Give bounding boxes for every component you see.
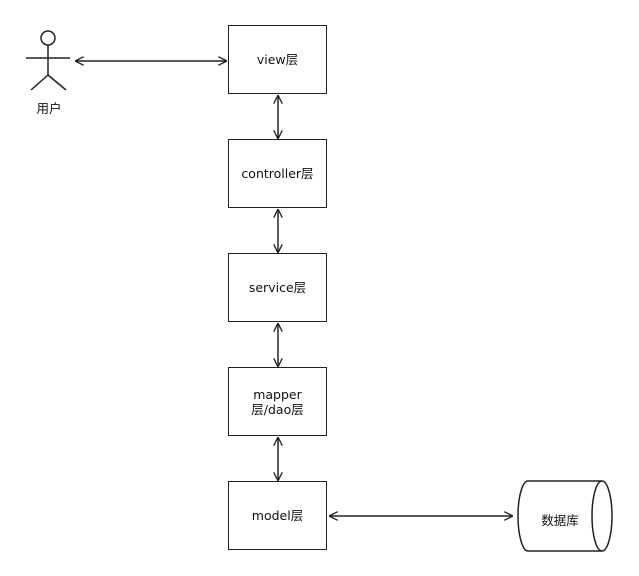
controller-layer-box: controller层 — [228, 139, 327, 208]
model-layer-box: model层 — [228, 481, 327, 550]
database-icon — [517, 480, 613, 552]
mapper-layer-box: mapper 层/dao层 — [228, 367, 327, 436]
service-layer-label: service层 — [248, 280, 307, 295]
mapper-layer-label: mapper 层/dao层 — [251, 386, 304, 417]
service-layer-box: service层 — [228, 253, 327, 322]
view-layer-label: view层 — [256, 52, 299, 67]
view-layer-box: view层 — [228, 25, 327, 94]
model-layer-label: model层 — [251, 508, 304, 523]
user-label: 用户 — [36, 101, 62, 116]
database-label: 数据库 — [541, 513, 579, 528]
user-actor-icon — [26, 30, 70, 91]
controller-layer-label: controller层 — [241, 166, 314, 181]
